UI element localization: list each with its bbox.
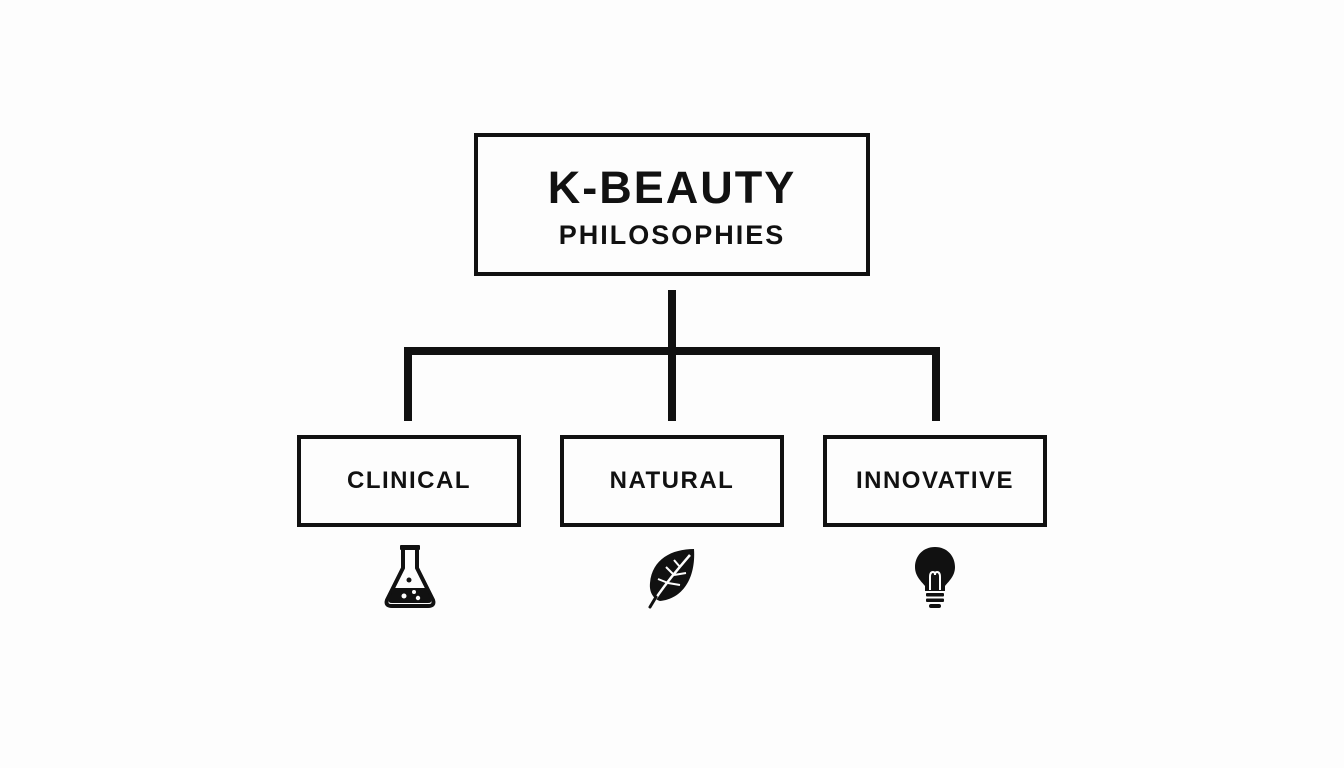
flask-icon [384, 545, 436, 608]
child-node-natural: NATURAL [560, 435, 784, 527]
root-node: K-BEAUTY PHILOSOPHIES [474, 133, 870, 276]
root-title: K-BEAUTY [547, 161, 797, 213]
connector-trunk [668, 290, 676, 421]
child-node-clinical: CLINICAL [297, 435, 521, 527]
leaf-icon [648, 549, 695, 609]
lightbulb-icon [915, 547, 955, 608]
root-subtitle: PHILOSOPHIES [558, 219, 786, 250]
connector-horizontal [404, 347, 940, 355]
child-node-innovative: INNOVATIVE [823, 435, 1047, 527]
child-label-clinical: CLINICAL [347, 467, 471, 494]
child-label-innovative: INNOVATIVE [855, 467, 1015, 494]
connector-left-drop [404, 347, 412, 421]
connector-right-drop [932, 347, 940, 421]
child-label-natural: NATURAL [609, 467, 735, 494]
